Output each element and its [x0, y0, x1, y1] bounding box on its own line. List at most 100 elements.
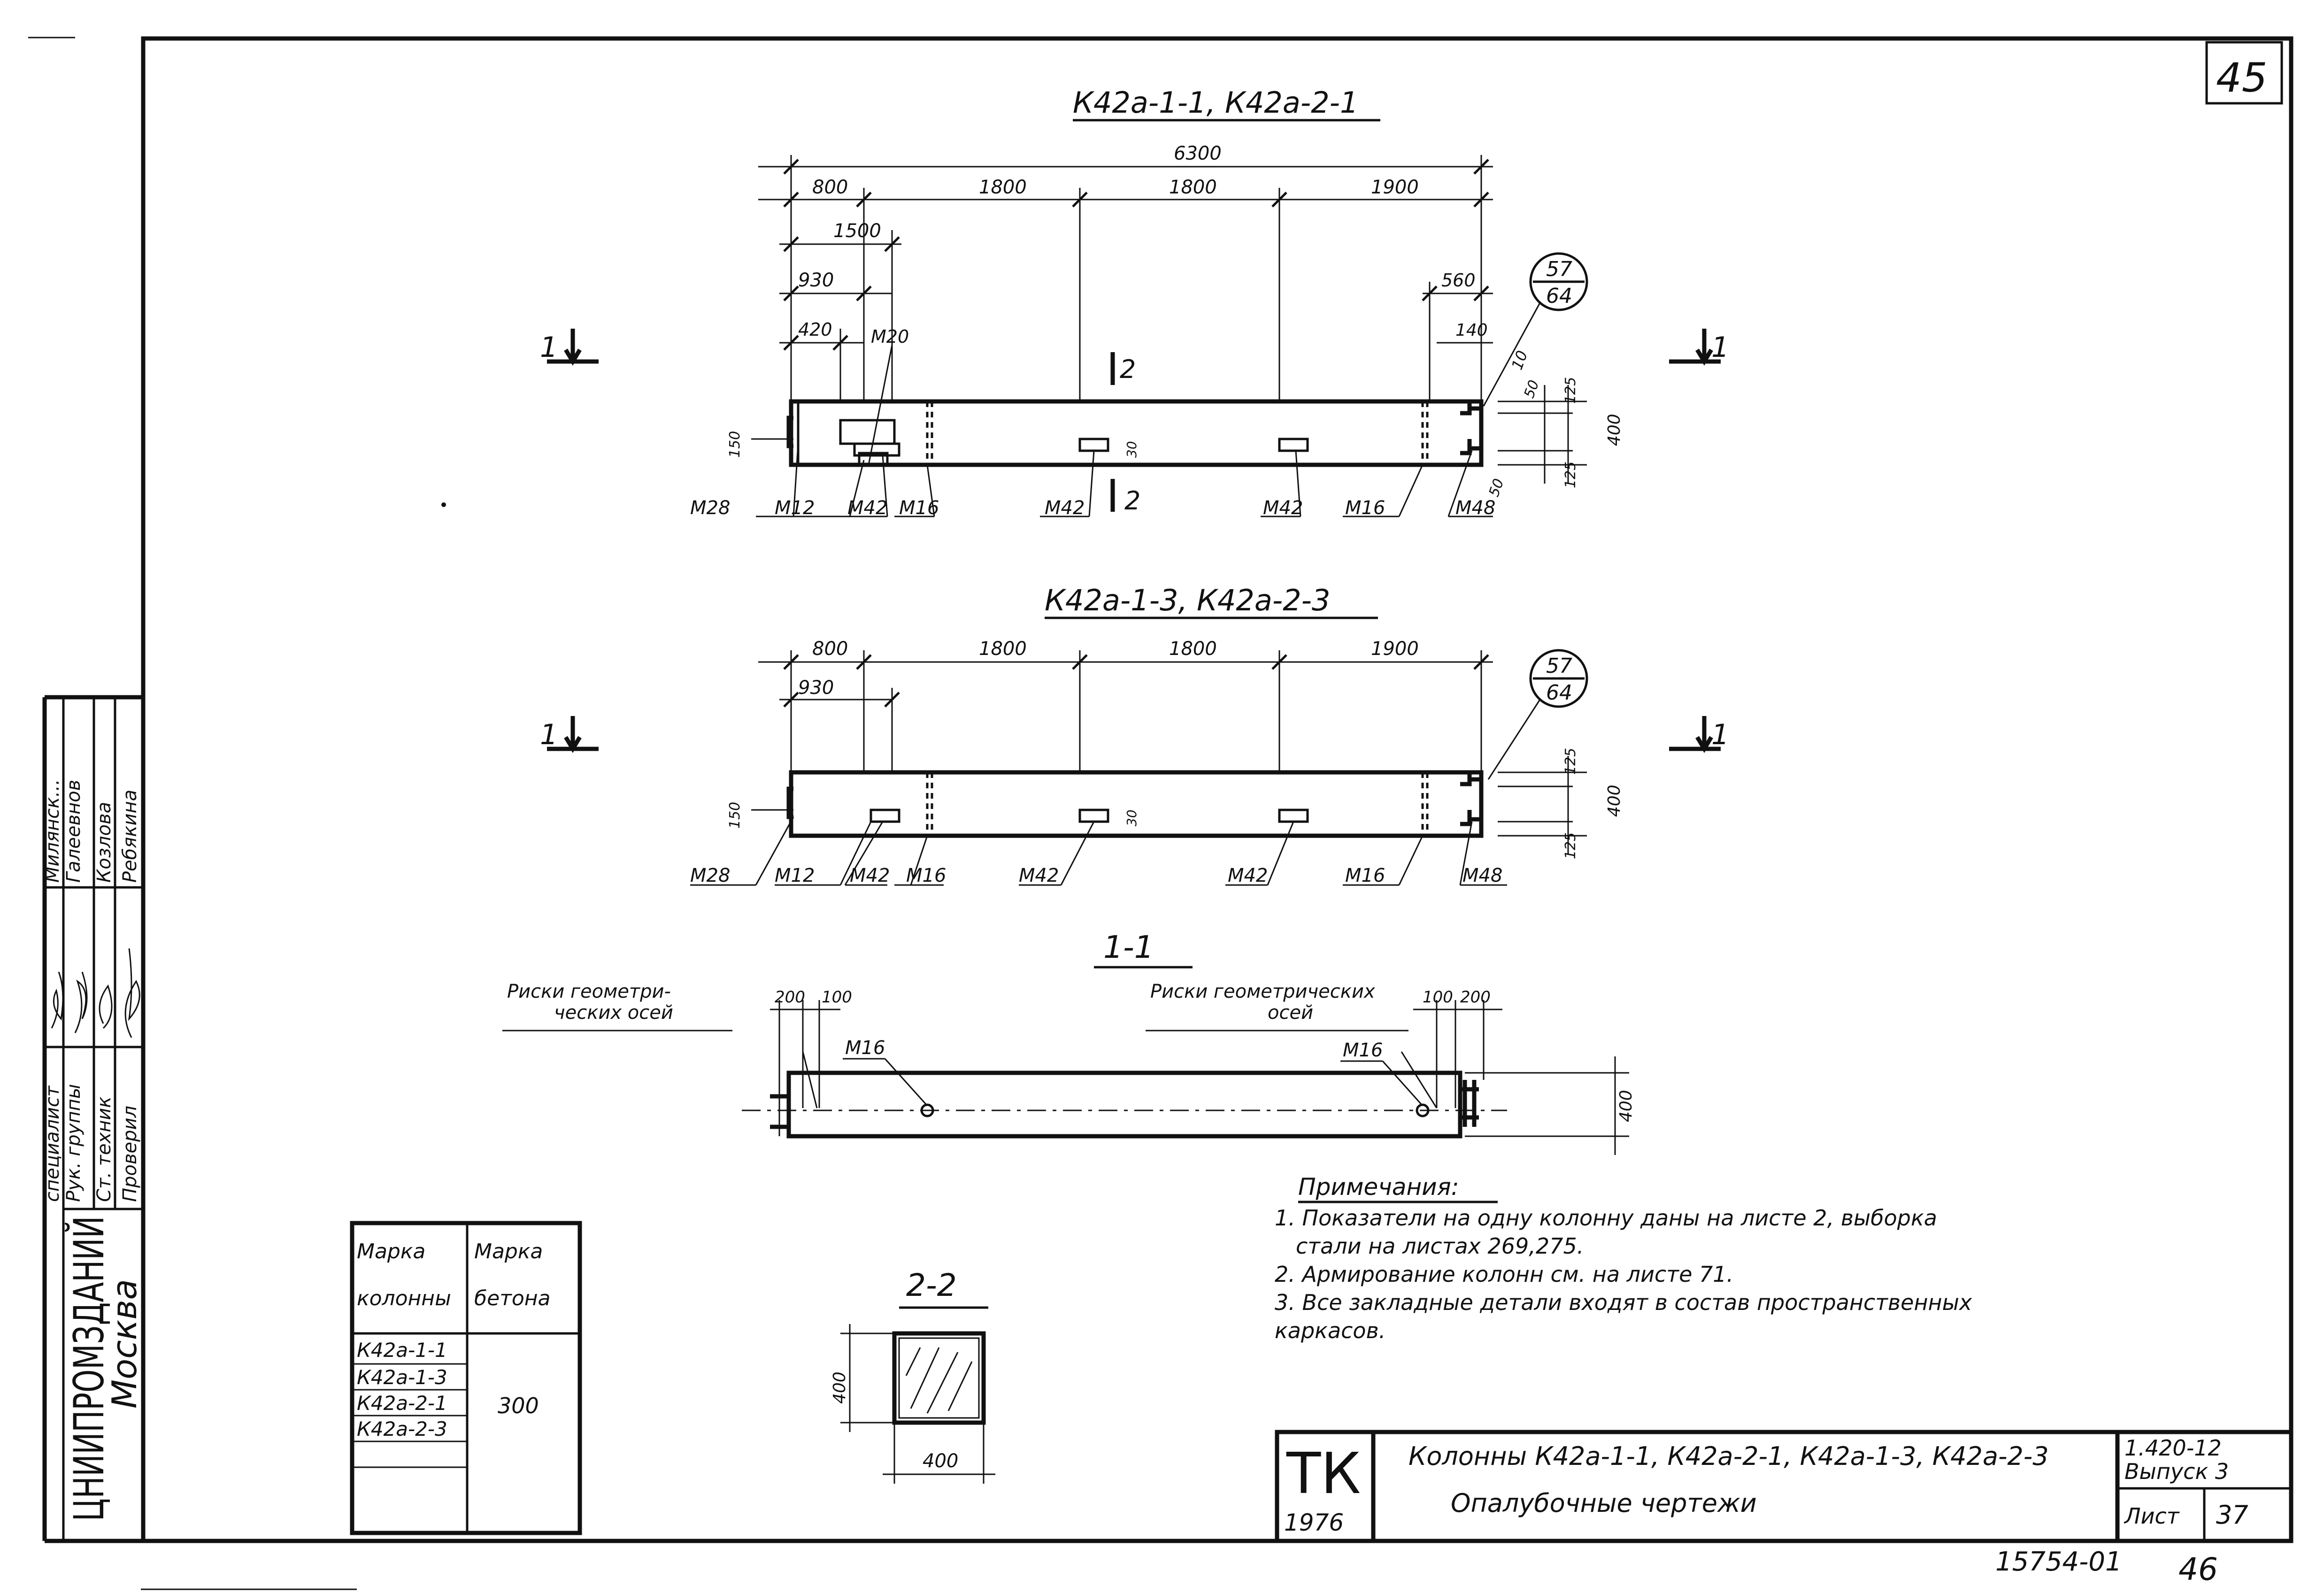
page-number: 46 — [2178, 1551, 2218, 1587]
side-dim-125-a: 125 — [1562, 377, 1579, 404]
section11-right-note-1: Риски геометрических — [1150, 981, 1375, 1002]
mid-label-M42-a: М42 — [850, 865, 890, 886]
mid-side-125-a: 125 — [1562, 748, 1579, 775]
dim-1800-b: 1800 — [1169, 177, 1217, 198]
side-dim-30: 30 — [1124, 441, 1139, 458]
dim-1800-a: 1800 — [979, 177, 1027, 198]
dim-1900: 1900 — [1371, 177, 1419, 198]
sheet-frame — [141, 36, 2293, 1543]
dim-6300: 6300 — [1174, 143, 1222, 164]
bubble-mid-lower: 64 — [1546, 681, 1572, 705]
mid-label-M12: М12 — [775, 865, 815, 886]
view-mid: К42а-1-3, К42а-2-3 800 1800 1800 1900 93… — [690, 583, 1624, 886]
role-3: Ст. техник — [93, 1096, 115, 1202]
section-marks-1-top: 1 1 — [540, 329, 1729, 366]
detail-bubble-top — [1529, 252, 1588, 311]
detail-bubble-mid — [1529, 649, 1588, 708]
mid-side-125-b: 125 — [1562, 832, 1579, 859]
mid-label-M16-b: М16 — [1345, 865, 1385, 886]
mid-label-M16-a: М16 — [906, 865, 946, 886]
bubble-top-upper: 57 — [1546, 257, 1572, 281]
name-4: Ребякина — [119, 790, 141, 883]
table-header-mark-2: колонны — [357, 1286, 451, 1310]
section-1-1-title: 1-1 — [1103, 929, 1154, 965]
name-1: Милянск... — [42, 779, 63, 883]
section11-body — [786, 1070, 1462, 1139]
view-top: К42а-1-1, К42а-2-1 — [690, 85, 1624, 519]
section11-dim-100-l: 100 — [822, 988, 852, 1007]
view-top-title: К42а-1-1, К42а-2-1 — [1073, 85, 1359, 120]
signature-2 — [74, 971, 88, 1033]
table-row-4: К42а-2-3 — [357, 1417, 447, 1440]
name-2: Галеевнов — [63, 780, 85, 883]
column-elevation-mid — [789, 770, 1484, 838]
side-dim-125-b: 125 — [1562, 462, 1579, 488]
notes-title: Примечания: — [1298, 1173, 1459, 1201]
note-line-2: стали на листах 269,275. — [1296, 1233, 1584, 1259]
section-2-2-title: 2-2 — [906, 1267, 957, 1303]
section22-dim-w: 400 — [923, 1450, 958, 1472]
title-sheet-number: 37 — [2216, 1500, 2248, 1530]
bubble-mid-upper: 57 — [1546, 654, 1572, 678]
section11-right-note-2: осей — [1268, 1002, 1313, 1024]
section11-left-note-1: Риски геометри- — [507, 981, 671, 1002]
table-concrete-value: 300 — [498, 1393, 539, 1418]
label-M16-b: М16 — [1345, 497, 1385, 519]
label-M42-a: М42 — [847, 497, 887, 519]
section11-label-M16-a: М16 — [845, 1037, 885, 1059]
section-marks-1-mid: 1 1 — [540, 716, 1729, 753]
mark-table: Марка колонны Марка бетона К42а-1-1 К42а… — [350, 1221, 582, 1535]
title-logo: ТК — [1286, 1441, 1361, 1507]
role-4: Проверил — [119, 1106, 141, 1202]
title-sheet-label: Лист — [2124, 1503, 2180, 1529]
mid-dim-1900: 1900 — [1371, 638, 1419, 660]
org-name: ЦНИИПРОМЗДАНИЙ — [65, 1216, 113, 1521]
section11-dim-100-r: 100 — [1423, 988, 1453, 1007]
role-1: специалист — [42, 1085, 63, 1202]
side-dim-150: 150 — [727, 431, 743, 458]
signature-4 — [124, 948, 140, 1038]
bubble-top-lower: 64 — [1546, 284, 1572, 308]
section22-dim-h: 400 — [830, 1371, 849, 1404]
note-line-3: 2. Армирование колонн см. на листе 71. — [1275, 1262, 1733, 1287]
mid-dim-1800-b: 1800 — [1169, 638, 1217, 660]
section-mark-2-top: 2 — [1120, 354, 1136, 384]
label-M42-b: М42 — [1045, 497, 1085, 519]
section-2-2: 2-2 400 400 — [830, 1267, 995, 1484]
label-M42-c: М42 — [1263, 497, 1303, 519]
table-row-1: К42а-1-1 — [357, 1339, 447, 1362]
mid-dim-930: 930 — [798, 677, 834, 699]
table-header-concrete-2: бетона — [474, 1286, 551, 1310]
mid-side-30: 30 — [1124, 809, 1139, 826]
mid-label-M48: М48 — [1462, 865, 1502, 886]
dim-1500: 1500 — [833, 220, 881, 242]
section11-dim-200-r: 200 — [1460, 988, 1491, 1007]
section-mark-2-bottom: 2 — [1124, 486, 1140, 516]
view-mid-title: К42а-1-3, К42а-2-3 — [1045, 583, 1331, 617]
side-dim-50-b: 50 — [1486, 477, 1508, 499]
corner-number: 45 — [2216, 54, 2267, 101]
label-M20: М20 — [871, 326, 909, 347]
svg-text:1: 1 — [540, 718, 558, 751]
title-year: 1976 — [1284, 1509, 1344, 1536]
mid-label-M28: М28 — [690, 865, 730, 886]
side-dim-400: 400 — [1605, 414, 1624, 446]
table-header-mark-1: Марка — [357, 1240, 425, 1263]
section11-label-M16-b: М16 — [1343, 1040, 1383, 1061]
table-row-3: К42а-2-1 — [357, 1392, 447, 1415]
dim-560: 560 — [1441, 270, 1476, 291]
svg-text:1: 1 — [1711, 331, 1729, 364]
table-row-2: К42а-1-3 — [357, 1366, 447, 1389]
section22-square — [892, 1331, 986, 1425]
svg-text:1: 1 — [1711, 718, 1729, 751]
title-line-2: Опалубочные чертежи — [1451, 1488, 1757, 1518]
mid-label-M42-c: М42 — [1228, 865, 1268, 886]
side-dim-50-a: 50 — [1521, 378, 1543, 400]
label-M48: М48 — [1455, 497, 1495, 519]
section-1-1: 1-1 Риски геометри- ческих осей Риски ге… — [502, 929, 1636, 1155]
note-line-1: 1. Показатели на одну колонну даны на ли… — [1275, 1205, 1937, 1231]
notes: Примечания: 1. Показатели на одну колонн… — [1275, 1173, 1972, 1343]
mid-side-150: 150 — [727, 802, 743, 829]
title-issue: Выпуск 3 — [2124, 1459, 2229, 1484]
